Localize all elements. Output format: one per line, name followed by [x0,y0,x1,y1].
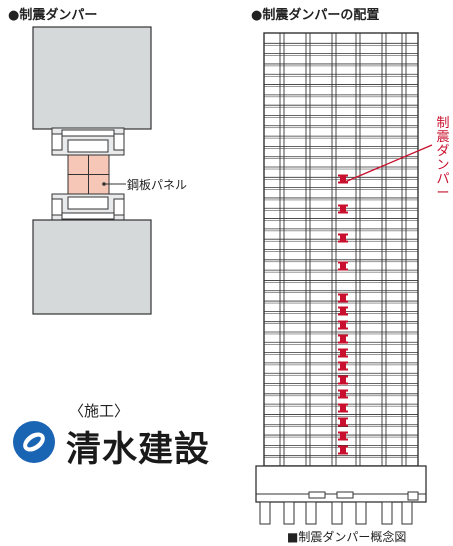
damper-mark-cap [338,313,348,316]
damper-mark-cap [338,410,348,413]
damper-vertical-label: 制 震 ダ ン パ ー [436,117,450,201]
foundation-pile [381,501,393,525]
damper-mark [340,307,346,315]
base-opening [336,491,354,499]
damper-mark-cap [338,293,348,296]
damper-mark-cap [338,240,348,243]
damper-mark-cap [338,174,348,177]
vlabel-char: ダ [436,144,450,159]
damper-mark [340,376,346,384]
foundation-pile [259,501,271,525]
left-title: ●制震ダンパー [8,8,98,23]
damper-mark-cap [338,268,348,271]
damper-mark [340,234,346,242]
company-name: 清水建設 [66,429,211,470]
damper-leader-line [344,144,433,183]
damper-mark [340,205,346,213]
vlabel-char: ン [436,158,450,173]
right-title: ●制震ダンパーの配置 [251,8,380,23]
damper-mark-cap [338,355,348,358]
damper-mark-cap [338,431,348,434]
damper-mark-cap [338,382,348,385]
damper-mark-cap [338,375,348,378]
damper-mark-cap [338,368,348,371]
damper-mark [340,418,346,426]
damper-mark-cap [338,211,348,214]
damper-mark-cap [338,306,348,309]
damper-mark [340,390,346,398]
damper-mark-cap [338,438,348,441]
upper-column [32,26,152,130]
damper-mark-cap [338,300,348,303]
damper-mark-cap [338,389,348,392]
damper-mark-cap [338,424,348,427]
construction-label: 〈施工〉 [69,402,130,420]
damper-mark-cap [338,341,348,344]
vlabel-char: 制 [436,116,450,131]
damper-mark-cap [338,204,348,207]
damper-mark-cap [338,233,348,236]
damper-mark-cap [338,361,348,364]
foundation-pile [401,501,413,525]
base-opening [407,491,419,501]
damper-mark [340,349,346,357]
damper-mark [340,321,346,329]
foundation-pile [283,501,295,525]
damper-mark-cap [338,348,348,351]
vlabel-char: パ [436,172,450,187]
damper-mark [340,335,346,343]
damper-mark-cap [338,452,348,455]
damper-mark [340,175,346,183]
damper-mark-cap [338,320,348,323]
damper-mark-cap [338,445,348,448]
vlabel-char: ー [436,186,450,201]
damper-mark [340,262,346,270]
building-base [255,465,427,503]
damper-mark-cap [338,334,348,337]
diagram-caption: ■制震ダンパー概念図 [287,530,407,544]
foundation-pile [355,501,367,525]
damper-mark-cap [338,261,348,264]
damper-mark-cap [338,327,348,330]
damper-mark-cap [338,403,348,406]
damper-mark [340,446,346,454]
lower-column [32,219,152,315]
damper-mark-cap [338,396,348,399]
damper-mark [340,362,346,370]
vlabel-char: 震 [436,130,450,145]
foundation-pile [331,501,343,525]
damper-mark-cap [338,417,348,420]
foundation-pile [305,501,317,525]
damper-mark [340,432,346,440]
base-opening [308,491,326,499]
damper-mark-cap [338,181,348,184]
damper-mark [340,404,346,412]
damper-mark [340,294,346,302]
steel-panel-label: 鋼板パネル [127,178,188,192]
